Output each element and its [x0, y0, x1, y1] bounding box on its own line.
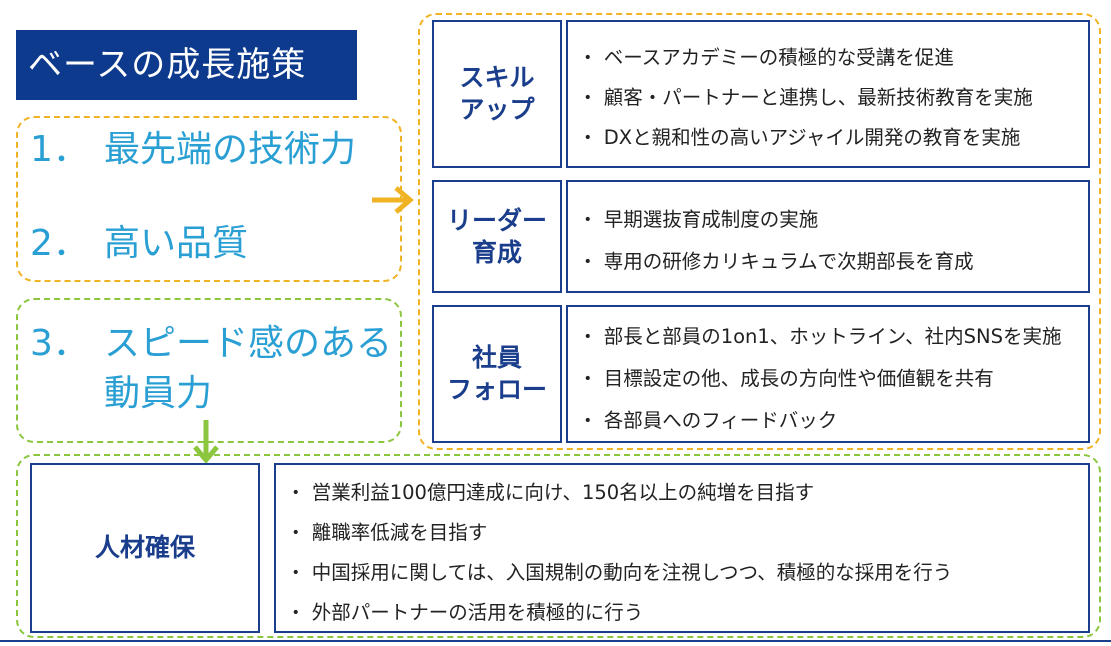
- strength-3-continued: 動員力: [104, 372, 212, 416]
- category-employee-follow: 社員 フォロー: [432, 305, 562, 443]
- detail-leader-development: ・ 早期選抜育成制度の実施 ・ 専用の研修カリキュラムで次期部長を育成: [566, 180, 1090, 293]
- category-talent-acquisition: 人材確保: [30, 463, 260, 633]
- strength-1-number: 1．: [30, 129, 89, 170]
- strength-2-number: 2．: [30, 223, 89, 264]
- list-item: ・ ベースアカデミーの積極的な受講を促進: [578, 46, 954, 69]
- detail-employee-follow: ・ 部長と部員の1on1、ホットライン、社内SNSを実施 ・ 目標設定の他、成長…: [566, 305, 1090, 443]
- list-item: ・ 目標設定の他、成長の方向性や価値観を共有: [578, 367, 994, 390]
- strength-2-text: 高い品質: [104, 223, 249, 264]
- list-item: ・ 部長と部員の1on1、ホットライン、社内SNSを実施: [578, 325, 1062, 348]
- strength-1: 1． 最先端の技術力: [30, 128, 356, 172]
- recruitment-group: [16, 454, 1101, 638]
- detail-talent-acquisition: ・ 営業利益100億円達成に向け、150名以上の純増を目指す ・ 離職率低減を目…: [274, 463, 1090, 633]
- detail-skill-up: ・ ベースアカデミーの積極的な受講を促進 ・ 顧客・パートナーと連携し、最新技術…: [566, 20, 1090, 168]
- arrow-right-icon: [372, 186, 414, 214]
- strength-3: 3． スピード感のある: [30, 322, 392, 366]
- list-item: ・ 専用の研修カリキュラムで次期部長を育成: [578, 250, 974, 273]
- list-item: ・ 営業利益100億円達成に向け、150名以上の純増を目指す: [286, 481, 815, 504]
- category-talent-acquisition-label: 人材確保: [94, 533, 195, 562]
- development-measures-group: [418, 13, 1101, 450]
- list-item: ・ 中国採用に関しては、入国規制の動向を注視しつつ、積極的な採用を行う: [286, 561, 953, 584]
- category-leader-development: リーダー 育成: [432, 180, 562, 293]
- footer-divider: [0, 640, 1111, 642]
- list-item: ・ 各部員へのフィードバック: [578, 409, 838, 432]
- strengths-group-speed: [16, 298, 402, 443]
- strength-3-text-line2: 動員力: [104, 373, 213, 414]
- list-item: ・ 外部パートナーの活用を積極的に行う: [286, 601, 644, 624]
- strength-1-text: 最先端の技術力: [104, 129, 357, 170]
- arrow-down-icon: [193, 420, 219, 464]
- category-employee-follow-label: 社員 フォロー: [446, 343, 547, 404]
- category-leader-development-label: リーダー 育成: [446, 205, 547, 267]
- list-item: ・ DXと親和性の高いアジャイル開発の教育を実施: [578, 126, 1021, 149]
- page-title: ベースの成長施策: [16, 30, 357, 100]
- strength-3-number: 3．: [30, 323, 89, 364]
- list-item: ・ 離職率低減を目指す: [286, 521, 488, 544]
- list-item: ・ 顧客・パートナーと連携し、最新技術教育を実施: [578, 86, 1033, 109]
- list-item: ・ 早期選抜育成制度の実施: [578, 208, 819, 231]
- strength-2: 2． 高い品質: [30, 222, 248, 266]
- category-skill-up-label: スキル アップ: [459, 63, 535, 124]
- strength-3-text: スピード感のある: [104, 323, 393, 364]
- category-skill-up: スキル アップ: [432, 20, 562, 168]
